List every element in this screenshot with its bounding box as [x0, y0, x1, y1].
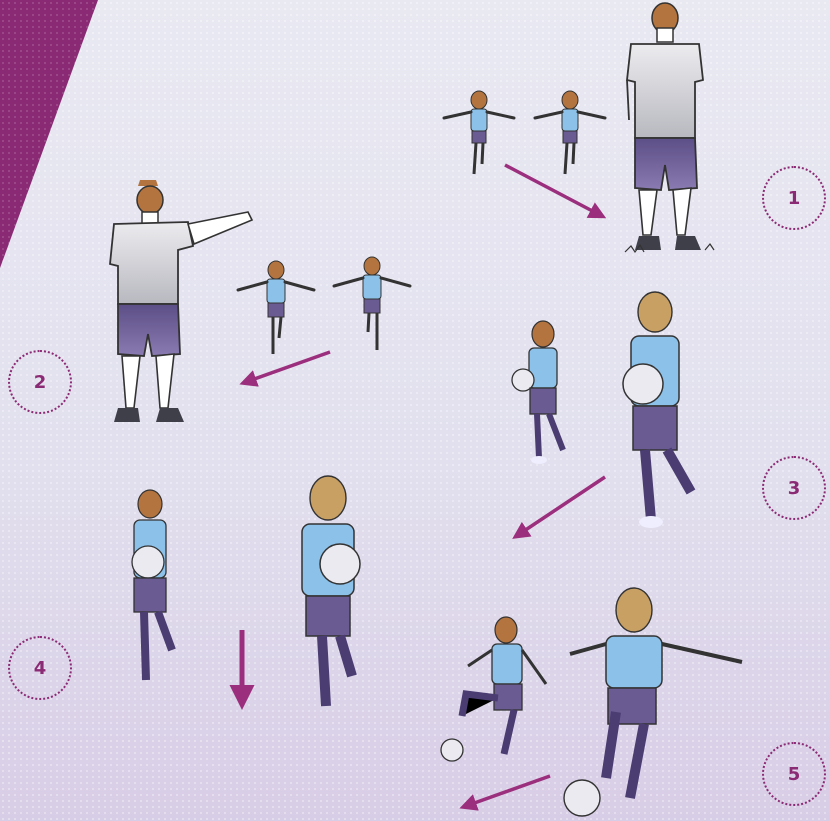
step-badge-1: 1	[762, 166, 826, 230]
step-number: 3	[788, 478, 801, 499]
step-badge-4: 4	[8, 636, 72, 700]
step-number: 1	[788, 188, 801, 209]
ball-icon	[441, 739, 463, 761]
step-badge-3: 3	[762, 456, 826, 520]
step-number: 4	[34, 658, 47, 679]
step-number: 5	[788, 764, 801, 785]
step-badge-5: 5	[762, 742, 826, 806]
step-badge-2: 2	[8, 350, 72, 414]
step-number: 2	[34, 372, 47, 393]
ball-icon	[564, 780, 600, 816]
